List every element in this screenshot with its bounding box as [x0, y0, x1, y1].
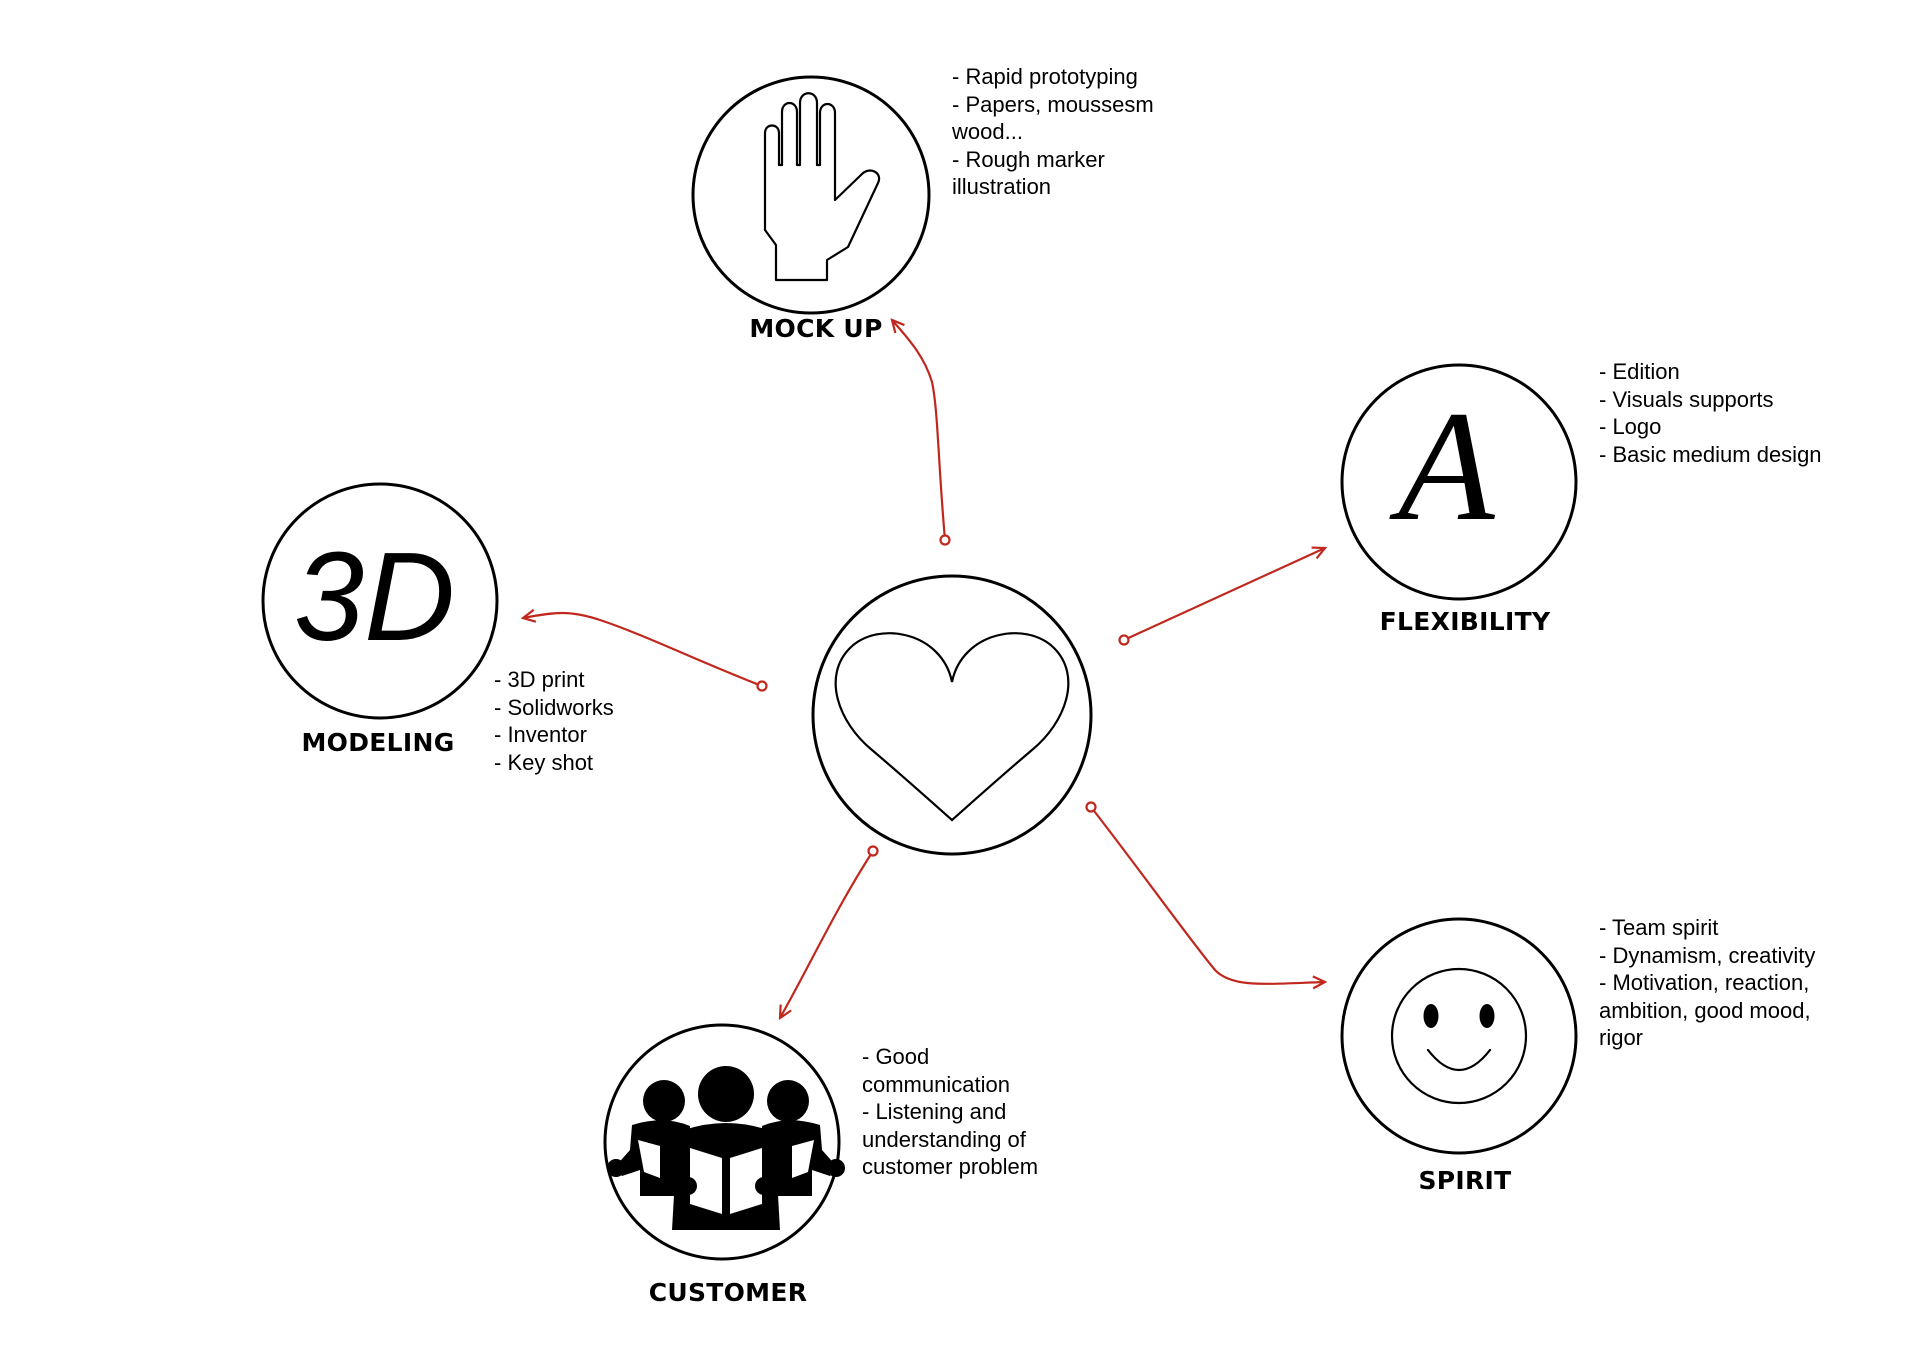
mockup-circle [691, 75, 931, 315]
customer-label: CUSTOMER [648, 1278, 808, 1307]
customer-notes: - Good communication - Listening and und… [862, 1043, 1038, 1181]
note-item: - Dynamism, creativity [1599, 942, 1816, 968]
connectors [523, 320, 1325, 1018]
note-item: - Key shot [494, 749, 594, 775]
note-item: customer problem [862, 1154, 1039, 1179]
note-item: understanding of [862, 1126, 1026, 1152]
note-item: - Solidworks [494, 694, 614, 720]
note-item: - Motivation, reaction, [1599, 970, 1810, 995]
spirit-label: SPIRIT [1418, 1166, 1512, 1195]
note-item: - Visuals supports [1599, 386, 1774, 412]
note-item: - Papers, moussesm [952, 91, 1154, 117]
connector-customer-start [867, 845, 879, 857]
note-item: - 3D print [494, 667, 585, 692]
note-item: - Basic medium design [1599, 441, 1822, 467]
note-item: illustration [952, 174, 1052, 199]
spirit-notes: - Team spirit - Dynamism, creativity - M… [1599, 914, 1815, 1052]
connector-modeling [523, 613, 763, 688]
3d-text-icon: 3D [294, 526, 456, 667]
note-item: ambition, good mood, [1599, 997, 1811, 1023]
mockup-label: MOCK UP [749, 314, 883, 343]
note-item: communication [862, 1071, 1010, 1097]
flexibility-label: FLEXIBILITY [1379, 607, 1551, 636]
note-item: - Listening and [862, 1099, 1007, 1124]
flexibility-circle [1340, 363, 1578, 601]
mockup-notes: - Rapid prototyping - Papers, moussesm w… [952, 63, 1154, 201]
note-item: wood... [952, 119, 1023, 144]
connector-flexibility [1123, 548, 1325, 642]
modeling-label: MODELING [301, 728, 455, 757]
connector-spirit [1090, 806, 1325, 984]
connector-modeling-start [756, 680, 768, 692]
connector-mockup-start [939, 534, 951, 546]
flexibility-notes: - Edition - Visuals supports - Logo - Ba… [1599, 358, 1822, 468]
center-circle [811, 574, 1093, 856]
connector-customer [780, 850, 874, 1018]
hand-icon [763, 92, 881, 282]
note-item: - Logo [1599, 414, 1662, 439]
note-item: - Team spirit [1599, 915, 1719, 940]
customer-node [603, 1023, 845, 1261]
letter-a-icon: A [1398, 379, 1495, 554]
modeling-circle [261, 482, 499, 720]
connector-flexibility-start [1118, 634, 1130, 646]
note-item: - Good [862, 1044, 930, 1069]
mockup-node [691, 75, 931, 315]
note-item: - Edition [1599, 359, 1680, 384]
spirit-node [1340, 917, 1578, 1155]
modeling-notes: - 3D print - Solidworks - Inventor - Key… [494, 666, 614, 776]
connector-mockup [892, 320, 947, 541]
connector-spirit-start [1085, 801, 1097, 813]
flexibility-node [1340, 363, 1578, 601]
note-item: - Inventor [494, 722, 587, 747]
smiley-icon [1390, 967, 1528, 1105]
note-item: - Rough marker [952, 146, 1105, 172]
group-reading-icon [607, 1066, 845, 1230]
center-node [811, 574, 1093, 856]
modeling-node [261, 482, 499, 720]
spirit-circle [1340, 917, 1578, 1155]
note-item: rigor [1599, 1025, 1644, 1050]
heart-icon [834, 632, 1070, 822]
note-item: - Rapid prototyping [952, 64, 1138, 89]
